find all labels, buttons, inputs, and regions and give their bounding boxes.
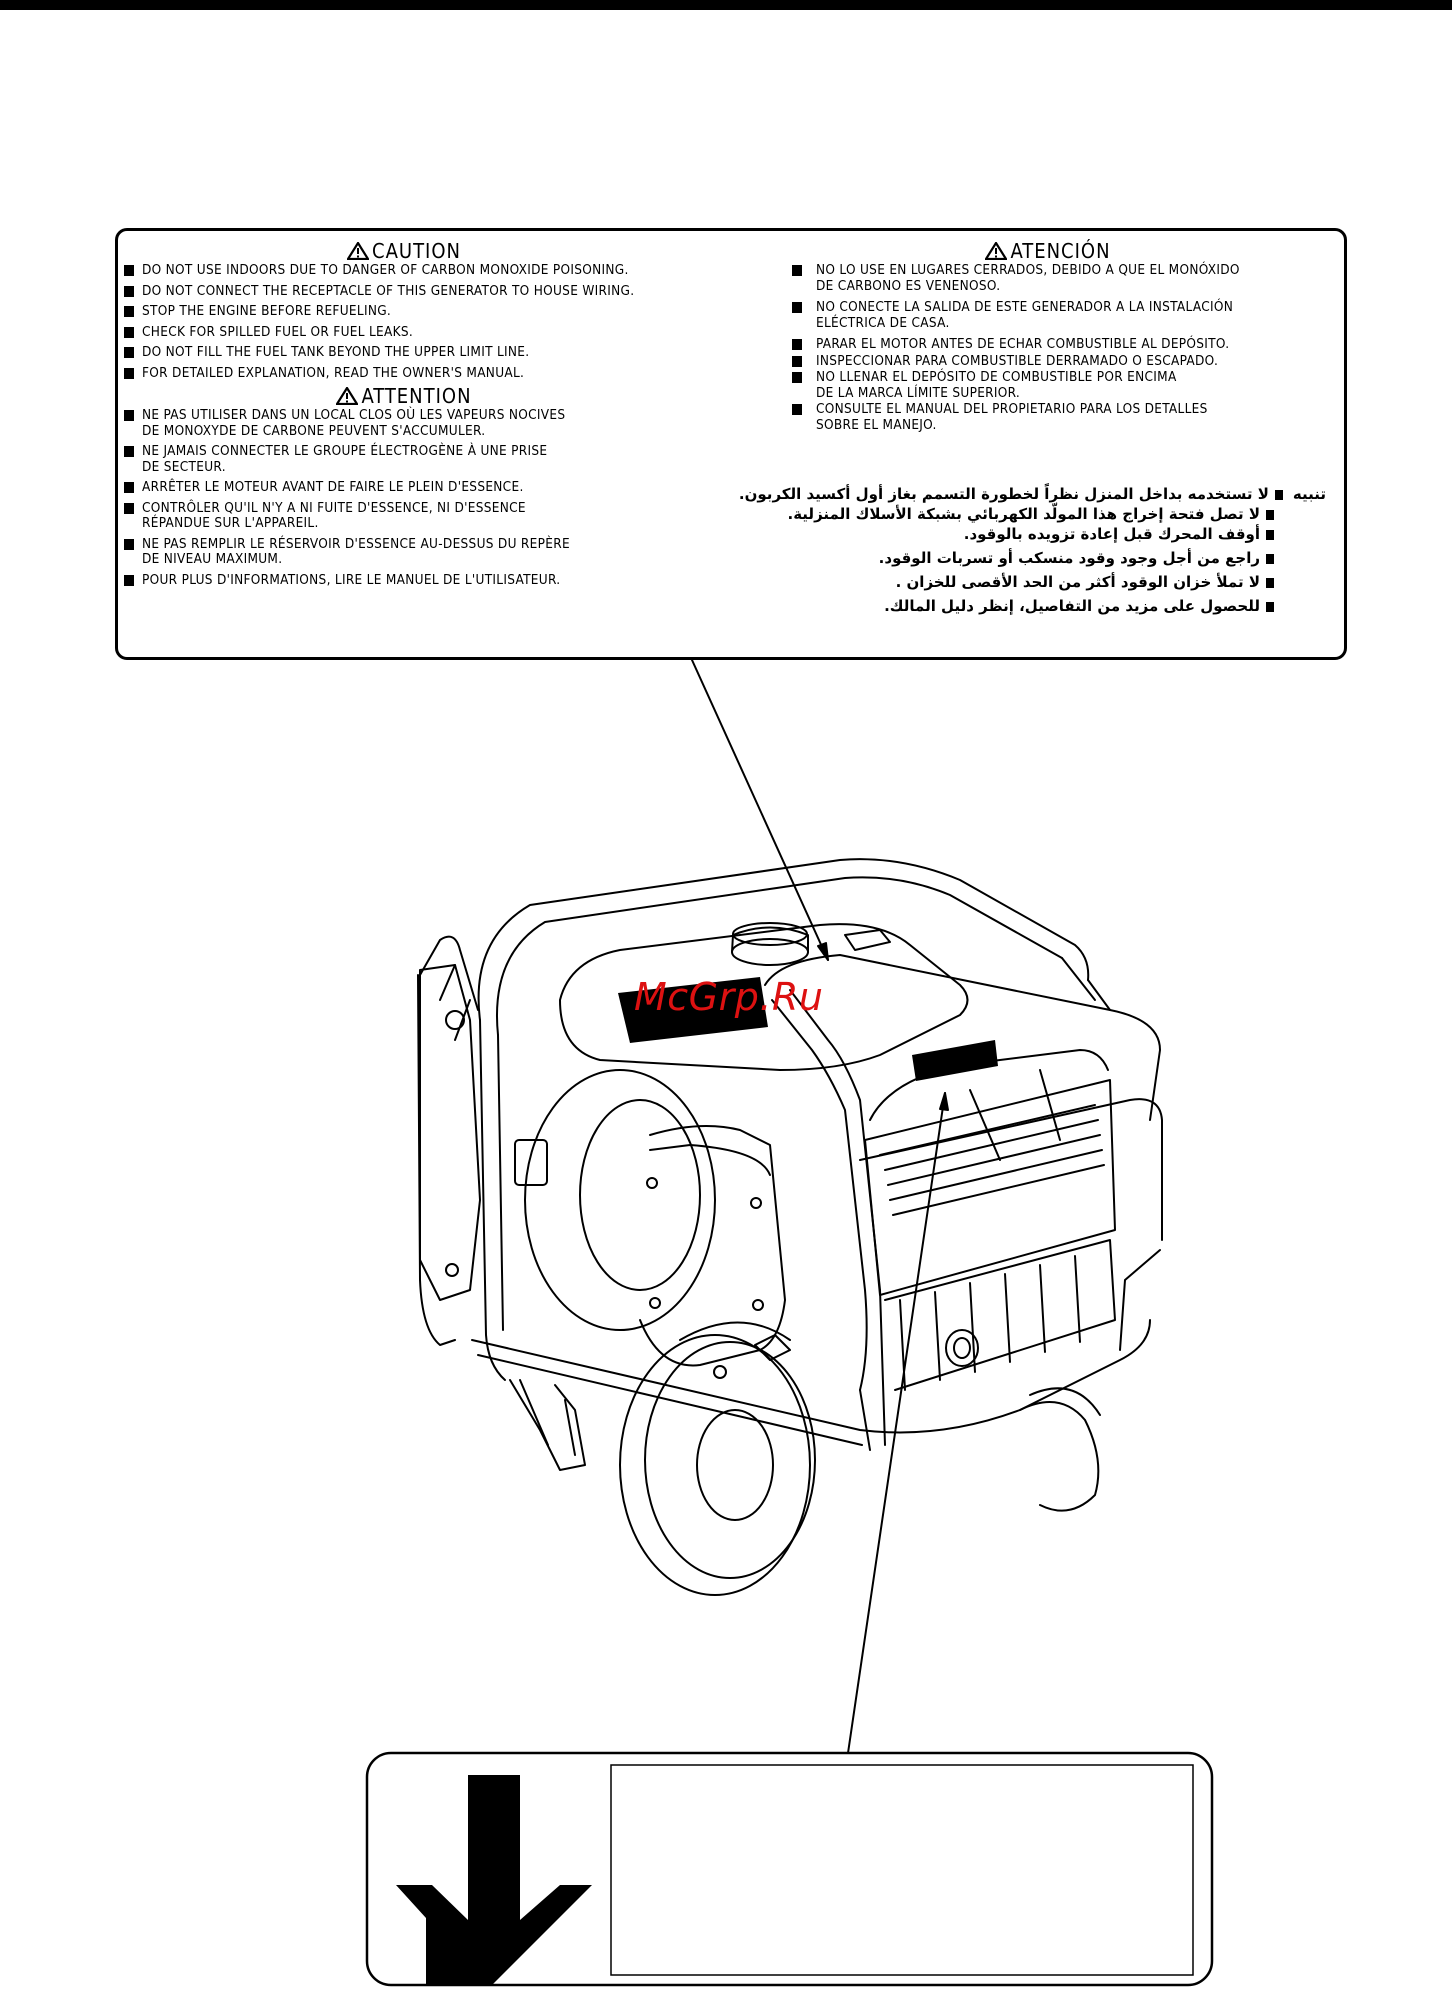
top-border-bar xyxy=(0,0,1452,10)
warning-triangle-icon xyxy=(336,387,359,405)
caution-item: DO NOT USE INDOORS DUE TO DANGER OF CARB… xyxy=(124,262,724,279)
engine-side xyxy=(419,964,791,1379)
arabic-item: راجع من أجل وجود وقود منسكب أو تسربات ال… xyxy=(686,548,1274,568)
attention-list: NE PAS UTILISER DANS UN LOCAL CLOS OÙ LE… xyxy=(124,407,724,589)
arabic-item: تنبيهلا تستخدمه بداخل المنزل نظراً لخطور… xyxy=(738,485,1326,503)
fuel-tank xyxy=(559,922,969,1071)
arabic-heading: تنبيه xyxy=(1292,485,1326,503)
bullet-square-icon xyxy=(1266,578,1274,588)
down-arrow-icon xyxy=(396,1775,592,1985)
warning-label-right-column: ATENCIÓN NO LO USE EN LUGARES CERRADOS, … xyxy=(788,241,1338,439)
bullet-square-icon xyxy=(1274,490,1283,500)
attention-item: CONTRÔLER QU'IL N'Y A NI FUITE D'ESSENCE… xyxy=(124,500,724,532)
caution-heading: CAUTION xyxy=(84,241,724,261)
atencion-heading: ATENCIÓN xyxy=(758,241,1338,261)
label-patch-tank xyxy=(618,977,768,1043)
arrowhead-icon xyxy=(939,1092,949,1111)
atencion-item: NO LO USE EN LUGARES CERRADOS, DEBIDO A … xyxy=(788,262,1338,294)
attention-item: NE PAS UTILISER DANS UN LOCAL CLOS OÙ LE… xyxy=(124,407,724,439)
caution-item: STOP THE ENGINE BEFORE REFUELING. xyxy=(124,303,724,320)
atencion-item: CONSULTE EL MANUAL DEL PROPIETARIO PARA … xyxy=(788,401,1338,433)
caution-item: DO NOT FILL THE FUEL TANK BEYOND THE UPP… xyxy=(124,344,724,361)
attention-heading: ATTENTION xyxy=(84,386,724,406)
warning-triangle-icon xyxy=(985,242,1008,260)
warning-label-left-column: CAUTION DO NOT USE INDOORS DUE TO DANGER… xyxy=(124,241,724,593)
atencion-item: INSPECCIONAR PARA COMBUSTIBLE DERRAMADO … xyxy=(788,353,1338,370)
caution-item: CHECK FOR SPILLED FUEL OR FUEL LEAKS. xyxy=(124,324,724,341)
arabic-item: أوقف المحرك قبل إعادة تزويده بالوقود. xyxy=(686,524,1274,544)
atencion-item: NO LLENAR EL DEPÓSITO DE COMBUSTIBLE POR… xyxy=(788,369,1338,401)
bottom-label xyxy=(365,1751,1214,1987)
label-patch-panel xyxy=(912,1040,998,1081)
wheel-front xyxy=(619,1321,816,1596)
warning-label: CAUTION DO NOT USE INDOORS DUE TO DANGER… xyxy=(115,228,1347,660)
bullet-square-icon xyxy=(1266,530,1274,540)
arabic-item: لا تصل فتحة إخراج هذا المولّد الكهربائي … xyxy=(686,504,1274,524)
attention-item: POUR PLUS D'INFORMATIONS, LIRE LE MANUEL… xyxy=(124,572,724,589)
leader-line-bottom xyxy=(847,1092,946,1754)
arabic-item: للحصول على مزيد من التفاصيل، إنظر دليل ا… xyxy=(686,596,1274,616)
arabic-item: لا تملأ خزان الوقود أكثر من الحد الأقصى … xyxy=(686,572,1274,592)
attention-item: NE PAS REMPLIR LE RÉSERVOIR D'ESSENCE AU… xyxy=(124,536,724,568)
bullet-square-icon xyxy=(1266,510,1274,520)
arabic-warning-block: تنبيهلا تستخدمه بداخل المنزل نظراً لخطور… xyxy=(686,484,1326,616)
caution-item: DO NOT CONNECT THE RECEPTACLE OF THIS GE… xyxy=(124,283,724,300)
atencion-item: PARAR EL MOTOR ANTES DE ECHAR COMBUSTIBL… xyxy=(788,336,1338,353)
warning-triangle-icon xyxy=(347,242,370,260)
handle-arm xyxy=(417,935,586,1471)
watermark: McGrp.Ru xyxy=(634,975,824,1019)
generator-frame xyxy=(471,858,1163,1451)
caution-item: FOR DETAILED EXPLANATION, READ THE OWNER… xyxy=(124,365,724,382)
atencion-item: NO CONECTE LA SALIDA DE ESTE GENERADOR A… xyxy=(788,299,1338,331)
atencion-list: NO LO USE EN LUGARES CERRADOS, DEBIDO A … xyxy=(788,262,1338,433)
caution-list: DO NOT USE INDOORS DUE TO DANGER OF CARB… xyxy=(124,262,724,382)
control-panel xyxy=(864,1049,1116,1391)
attention-item: NE JAMAIS CONNECTER LE GROUPE ÉLECTROGÈN… xyxy=(124,443,724,475)
wheel-rear xyxy=(1019,1387,1101,1512)
bullet-square-icon xyxy=(1266,602,1274,612)
attention-item: ARRÊTER LE MOTEUR AVANT DE FAIRE LE PLEI… xyxy=(124,479,724,496)
leader-line-top xyxy=(691,659,829,961)
bullet-square-icon xyxy=(1266,554,1274,564)
